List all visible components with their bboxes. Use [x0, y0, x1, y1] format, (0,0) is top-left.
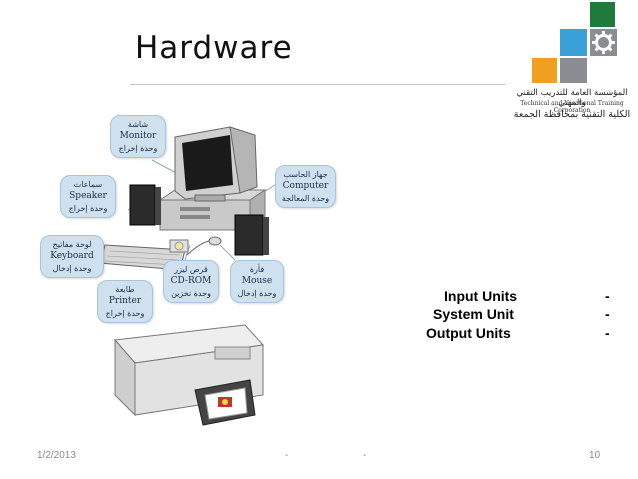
label-monitor: شاشة Monitor وحدة إخراج: [110, 115, 166, 158]
label-cdrom: قرص ليزر CD-ROM وحدة تخزين: [163, 260, 219, 303]
label-computer: جهاز الحاسب Computer وحدة المعالجة: [275, 165, 336, 208]
title-divider: [130, 84, 505, 85]
label-speaker: سماعات Speaker وحدة إخراج: [60, 175, 116, 218]
tvtc-logo: [510, 0, 638, 150]
label-speaker-en: Speaker: [69, 191, 107, 201]
right-speaker: [234, 214, 269, 256]
footer-separator-1: -: [285, 450, 289, 461]
label-monitor-ar: شاشة: [127, 120, 149, 129]
mouse: [186, 236, 222, 256]
logo-orange-square: [532, 58, 557, 83]
unit-system-dash: -: [605, 306, 610, 322]
unit-output-dash: -: [605, 325, 610, 341]
label-mouse-role: وحدة إدخال: [237, 289, 277, 298]
label-computer-ar: جهاز الحاسب: [283, 170, 328, 179]
logo-green-square: [590, 2, 615, 27]
page-number: 10: [589, 450, 601, 461]
label-cdrom-role: وحدة تخزين: [171, 289, 211, 298]
cdrom: [169, 239, 189, 253]
label-cdrom-en: CD-ROM: [170, 276, 212, 286]
label-printer-en: Printer: [108, 296, 142, 306]
logo-gear-square: [590, 29, 617, 56]
logo-english-name: Technical and Vocational Training Corpor…: [520, 100, 624, 114]
slide-title: Hardware: [135, 30, 293, 66]
unit-input: Input Units: [444, 288, 518, 304]
label-cdrom-ar: قرص ليزر: [174, 265, 208, 274]
label-speaker-ar: سماعات: [73, 180, 103, 189]
left-speaker: [129, 184, 161, 226]
label-monitor-en: Monitor: [119, 131, 157, 141]
logo-arabic-name: المؤسسة العامة للتدريب التقني والمهني: [516, 88, 628, 108]
logo-gray-square: [560, 58, 587, 83]
footer-date: 1/2/2013: [37, 450, 76, 461]
label-printer: طابعة Printer وحدة إخراج: [97, 280, 153, 323]
logo-college-name: الكلية التقنية بمحافظة الجمعة: [513, 109, 631, 120]
gear-icon: [592, 31, 615, 54]
printer: [114, 324, 265, 426]
label-keyboard-role: وحدة إدخال: [52, 264, 92, 273]
logo-blue-square: [560, 29, 587, 56]
footer-separator-2: -: [363, 450, 367, 461]
monitor: [174, 126, 258, 202]
label-computer-en: Computer: [282, 181, 329, 191]
label-monitor-role: وحدة إخراج: [118, 144, 158, 153]
label-mouse-ar: فأرة: [249, 265, 265, 274]
label-printer-role: وحدة إخراج: [105, 309, 145, 318]
unit-output: Output Units: [426, 325, 511, 341]
label-computer-role: وحدة المعالجة: [281, 194, 330, 203]
unit-system: System Unit: [433, 306, 514, 322]
label-keyboard-en: Keyboard: [50, 251, 94, 261]
computer-diagram: شاشة Monitor وحدة إخراج سماعات Speaker و…: [35, 95, 395, 440]
computer-illustration: [99, 126, 276, 426]
unit-input-dash: -: [605, 288, 610, 304]
label-keyboard: لوحة مفاتيح Keyboard وحدة إدخال: [40, 235, 104, 278]
label-speaker-role: وحدة إخراج: [68, 204, 108, 213]
label-printer-ar: طابعة: [115, 285, 135, 294]
label-mouse: فأرة Mouse وحدة إدخال: [230, 260, 284, 303]
label-mouse-en: Mouse: [241, 276, 273, 286]
label-keyboard-ar: لوحة مفاتيح: [52, 240, 92, 249]
